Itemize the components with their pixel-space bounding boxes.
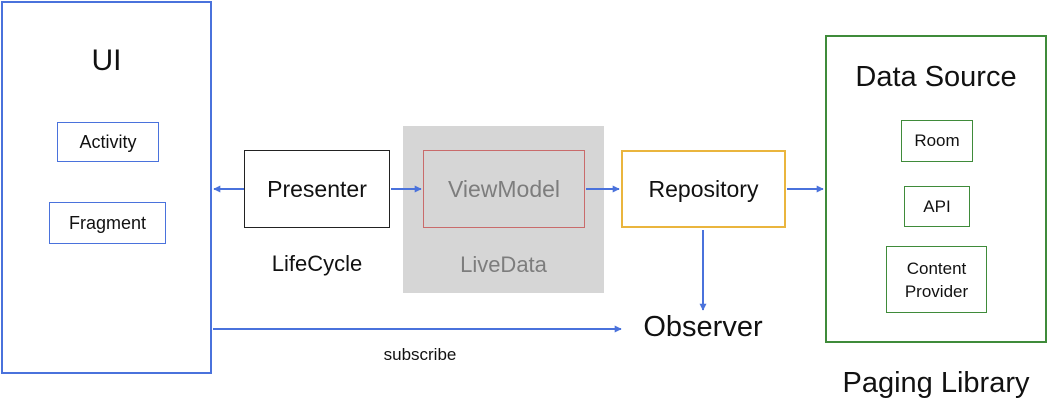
data-source-title: Data Source [855,61,1017,93]
repository-box: Repository [621,150,786,228]
ui-container [1,1,212,374]
presenter-label: Presenter [267,175,367,202]
paging-library-label: Paging Library [842,367,1030,399]
content-provider-label: Content Provider [904,258,969,301]
fragment-box: Fragment [49,202,166,244]
api-label: API [923,196,951,216]
observer-label: Observer [643,311,763,343]
repository-label: Repository [648,175,759,202]
activity-label: Activity [79,131,137,152]
livedata-group [403,126,604,293]
fragment-label: Fragment [68,212,147,233]
ui-title: UI [91,44,122,77]
livedata-label: LiveData [460,252,547,277]
subscribe-label: subscribe [383,345,457,364]
activity-box: Activity [57,122,159,162]
viewmodel-label: ViewModel [447,175,561,202]
presenter-box: Presenter [244,150,390,228]
room-label: Room [914,131,960,150]
viewmodel-box: ViewModel [423,150,585,228]
lifecycle-label: LifeCycle [271,251,363,276]
api-box: API [904,186,970,227]
content-provider-box: Content Provider [886,246,987,313]
room-box: Room [901,120,973,162]
